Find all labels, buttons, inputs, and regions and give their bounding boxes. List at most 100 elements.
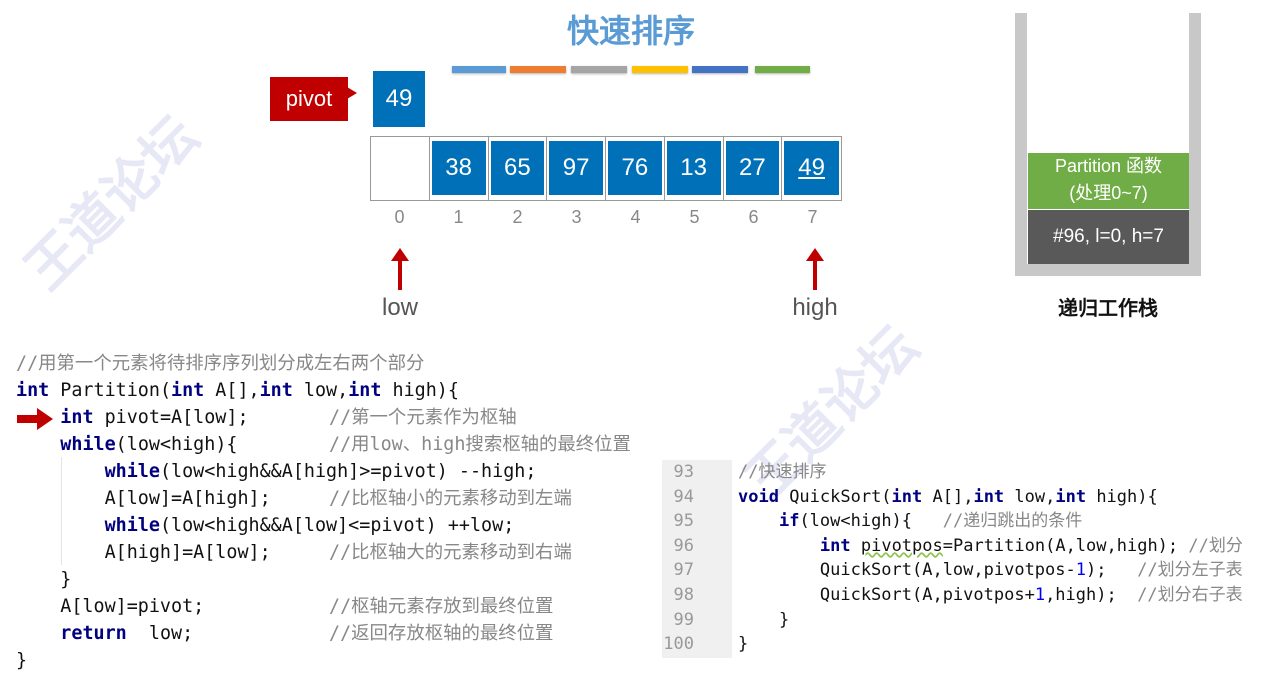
code-token: while <box>104 515 160 536</box>
array-cell: 49 <box>782 137 841 200</box>
code-token: (low<high){ <box>115 434 238 455</box>
indent-guide <box>61 457 62 565</box>
array-index: 6 <box>748 207 759 227</box>
code-token: (low<high&&A[high]>=pivot) --high; <box>159 461 537 482</box>
code-token: int <box>1055 486 1087 507</box>
code-token: } <box>738 609 790 630</box>
code-token: QuickSort(A,low,pivotpos- <box>738 560 1076 581</box>
line-number: 99 <box>673 609 694 630</box>
code-token: A[low]=A[high]; <box>16 488 271 509</box>
pivot-callout: pivot <box>270 77 357 121</box>
high-pointer-label: high <box>792 294 838 321</box>
frame-range: (处理0~7) <box>1069 183 1148 203</box>
array-index: 4 <box>630 207 641 227</box>
code-token: //划分左子表 <box>1137 560 1243 581</box>
code-token: low, <box>1004 486 1056 507</box>
code-token: //划分 <box>1188 535 1243 556</box>
high-arrow-icon <box>806 248 824 290</box>
stack-wall-left <box>1015 13 1027 276</box>
code-token: while <box>104 461 160 482</box>
color-bar <box>452 66 506 73</box>
code-token: low, <box>292 380 349 401</box>
code-token: ); <box>1086 560 1138 581</box>
line-number: 95 <box>673 511 694 532</box>
code-token: return <box>60 623 127 644</box>
code-token: A[], <box>204 380 260 401</box>
array-cell: 76 <box>606 137 665 200</box>
code-line: A[low]=pivot;//枢轴元素存放到最终位置 <box>16 593 553 620</box>
frame-title: Partition 函数 <box>1054 156 1163 176</box>
code-token: 1 <box>1075 560 1087 581</box>
code-token: while <box>60 434 116 455</box>
array-cell: 13 <box>665 137 724 200</box>
code-line: A[high]=A[low];//比枢轴大的元素移动到右端 <box>16 539 572 566</box>
code-line: int Partition(int A[],int low,int high){ <box>16 377 536 404</box>
code-token: int <box>819 535 851 556</box>
code-token: high){ <box>381 380 459 401</box>
code-token <box>16 623 60 644</box>
array-index: 1 <box>453 207 464 227</box>
array-cell: 65 <box>489 137 548 200</box>
array-cell: 38 <box>430 137 489 200</box>
code-line: 98 QuickSort(A,pivotpos+1,high); //划分右子表 <box>662 583 1262 608</box>
array-index: 0 <box>394 207 405 227</box>
code-token: QuickSort( <box>778 486 892 507</box>
code-token: int <box>973 486 1005 507</box>
array-index: 5 <box>689 207 700 227</box>
code-line: 95 if(low<high){ //递归跳出的条件 <box>662 509 1262 534</box>
code-token: 1 <box>1034 584 1046 605</box>
array-value: 13 <box>666 141 721 195</box>
array-value: 65 <box>490 141 545 195</box>
code-line: 97 QuickSort(A,low,pivotpos-1); //划分左子表 <box>662 558 1262 583</box>
code-token: =Partition(A,low,high); <box>942 535 1189 556</box>
code-token: //划分右子表 <box>1137 584 1243 605</box>
code-line: 96 int pivotpos=Partition(A,low,high); /… <box>662 534 1262 559</box>
code-line: 93 //快速排序 <box>662 460 1262 485</box>
array-value: 27 <box>725 141 780 195</box>
line-number: 93 <box>673 462 694 482</box>
array-value: 97 <box>549 141 603 195</box>
code-comment: //返回存放枢轴的最终位置 <box>329 623 554 644</box>
code-token: //快速排序 <box>738 462 827 482</box>
code-token: } <box>16 569 72 590</box>
pivot-value: 49 <box>373 71 425 127</box>
line-number: 94 <box>673 486 694 507</box>
code-token: A[], <box>922 486 974 507</box>
code-token <box>16 434 60 455</box>
code-token: int <box>171 380 205 401</box>
code-token <box>851 536 861 556</box>
code-comment: //比枢轴小的元素移动到左端 <box>329 488 572 509</box>
line-number: 97 <box>673 560 694 581</box>
code-token: if <box>778 511 800 532</box>
line-gutter <box>662 460 732 658</box>
code-token: ,high); <box>1045 584 1138 605</box>
low-arrow-icon <box>391 248 409 290</box>
stack-floor <box>1015 264 1201 276</box>
slide-title: 快速排序 <box>566 13 695 49</box>
code-token: int <box>60 407 94 428</box>
code-comment: //用low、high搜索枢轴的最终位置 <box>329 434 631 455</box>
code-token: A[high]=A[low]; <box>16 542 271 563</box>
array-cell <box>371 137 430 200</box>
code-line: //用第一个元素将待排序序列划分成左右两个部分 <box>16 350 536 377</box>
code-token: Partition( <box>49 380 172 401</box>
line-number: 100 <box>663 634 694 655</box>
code-line: 100} <box>662 632 1262 657</box>
code-token: } <box>738 634 749 655</box>
code-line: 99 } <box>662 608 1262 633</box>
array-index: 7 <box>807 207 818 227</box>
code-line: } <box>16 647 536 674</box>
color-bar <box>510 66 566 73</box>
code-token <box>738 511 779 531</box>
code-token: high){ <box>1086 486 1158 507</box>
code-token <box>16 515 105 536</box>
code-token: int <box>16 380 50 401</box>
code-token: //用第一个元素将待排序序列划分成左右两个部分 <box>16 353 425 374</box>
array-index: 2 <box>512 207 523 227</box>
code-token: (low<high&&A[low]<=pivot) ++low; <box>159 515 515 536</box>
stack-frame-call: #96, l=0, h=7 <box>1028 210 1189 264</box>
code-line: int pivot=A[low];//第一个元素作为枢轴 <box>16 404 536 431</box>
code-token <box>738 536 820 556</box>
